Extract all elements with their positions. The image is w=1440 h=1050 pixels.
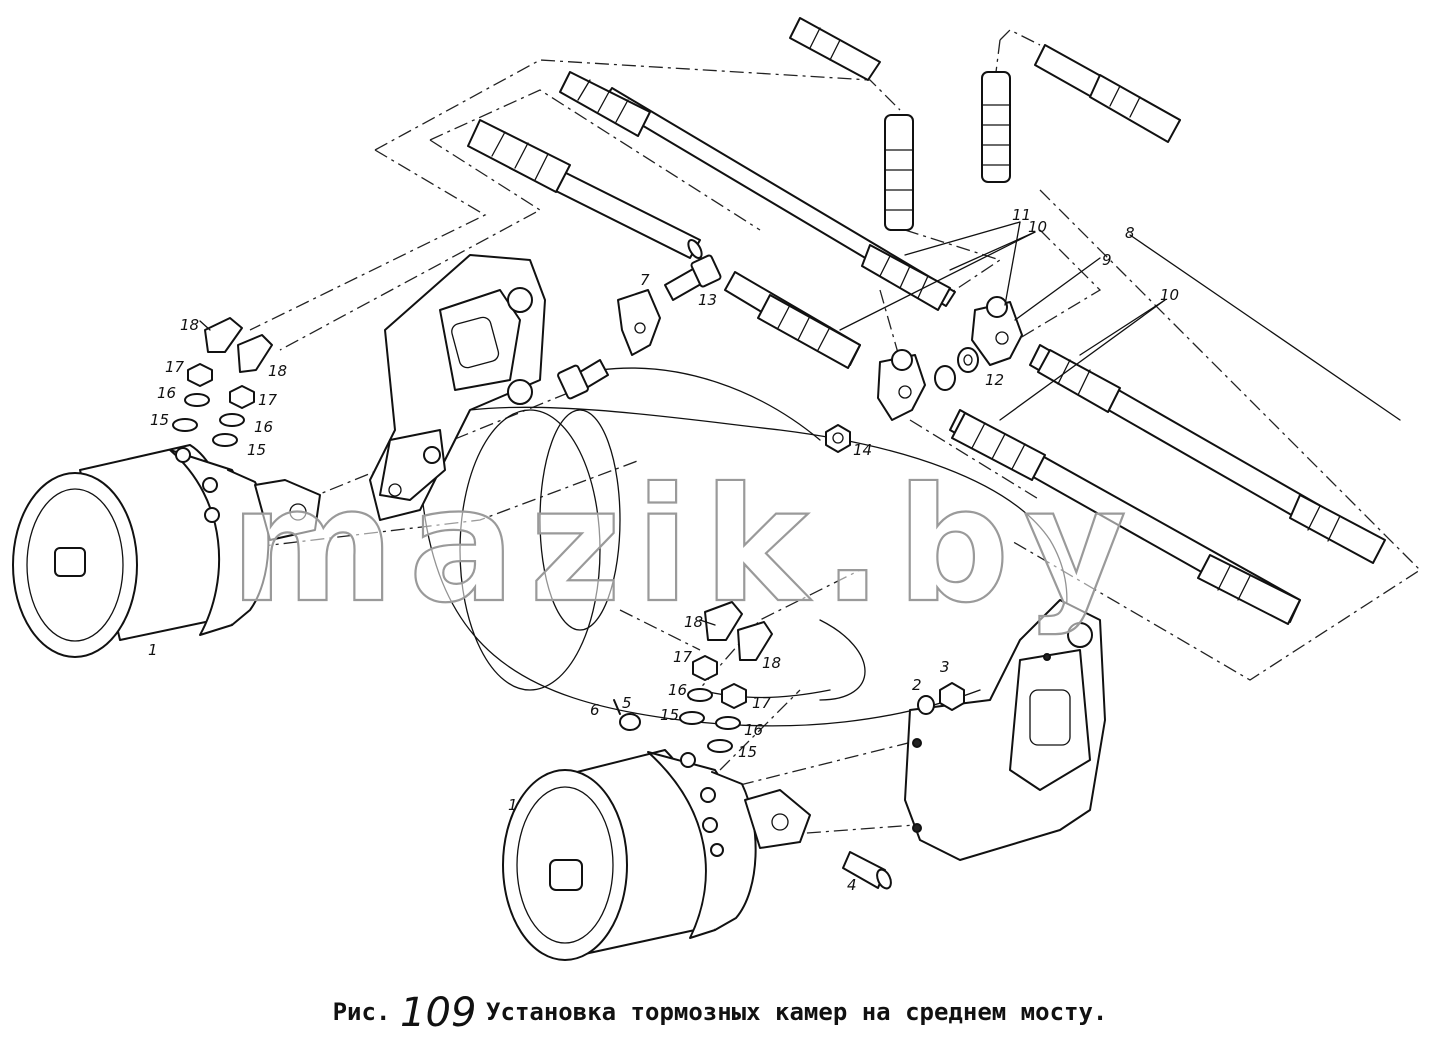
brake-chamber-lower: [502, 749, 811, 961]
callout-15: 15: [660, 706, 679, 724]
hose-right-lower: [949, 409, 1301, 625]
callout-2: 2: [912, 676, 922, 694]
callout-16: 16: [744, 721, 763, 739]
callout-18: 18: [268, 362, 287, 380]
fittings-chamber-lower: [679, 601, 773, 753]
callout-1: 1: [148, 641, 158, 659]
bracket-7: [617, 289, 661, 356]
watermark: mazik.by: [230, 454, 1141, 638]
callout-16: 16: [668, 681, 687, 699]
washer-5-pin-6: [613, 699, 641, 731]
hose-middle: [724, 271, 861, 369]
callout-18: 18: [180, 316, 199, 334]
lower-bracket: [904, 599, 1106, 861]
hose-upper-long: [559, 71, 956, 311]
callout-16: 16: [254, 418, 273, 436]
callout-5: 5: [622, 694, 632, 712]
callout-17: 17: [165, 358, 185, 376]
caption-prefix: Рис.: [332, 998, 391, 1026]
callout-9: 9: [1102, 251, 1112, 269]
tee-left: [877, 349, 926, 421]
bolt-13: [664, 254, 722, 301]
axle-housing: [419, 367, 1068, 727]
callout-17: 17: [752, 694, 772, 712]
callout-6: 6: [590, 701, 600, 719]
washer-12: [934, 347, 979, 391]
brake-chamber-left: [12, 444, 321, 658]
hose-vertical-center: [884, 114, 914, 231]
callout-8: 8: [1125, 224, 1135, 242]
callout-10: 10: [1160, 286, 1179, 304]
assembly-guide-lines: [229, 29, 1422, 836]
callout-14: 14: [853, 441, 872, 459]
callout-1: 1: [508, 796, 518, 814]
callout-10: 10: [1028, 218, 1047, 236]
callout-4: 4: [847, 876, 857, 894]
hose-top-left-stub: [789, 17, 881, 81]
callout-12: 12: [985, 371, 1004, 389]
brake-hoses: [467, 17, 1386, 625]
hose-top-right-stub: [1034, 44, 1181, 143]
leader-lines: [199, 221, 1401, 626]
hose-right-upper: [1029, 344, 1386, 564]
callout-13: 13: [698, 291, 717, 309]
callout-11: 11: [1012, 206, 1031, 224]
callout-18: 18: [684, 613, 703, 631]
callout-15: 15: [247, 441, 266, 459]
callout-numbers: 1 1 2 3 4 5 6 7 8 9 10 10 11 12 13 14 15…: [148, 206, 1179, 894]
nut-14: [825, 424, 851, 453]
fittings: [172, 254, 1023, 890]
callout-17: 17: [258, 391, 278, 409]
figure-caption: Рис. 109 Установка тормозных камер на ср…: [0, 990, 1440, 1036]
tee-right: [971, 296, 1023, 366]
nut-3-washer-2: [917, 682, 965, 715]
callout-7: 7: [640, 271, 650, 289]
fittings-chamber-left: [172, 317, 273, 447]
pin-4: [842, 851, 892, 890]
hose-vertical-right: [981, 71, 1011, 183]
callout-15: 15: [150, 411, 169, 429]
callout-18: 18: [762, 654, 781, 672]
callout-17: 17: [673, 648, 693, 666]
hose-upper-short: [467, 119, 703, 260]
callout-3: 3: [940, 658, 950, 676]
caption-title: Установка тормозных камер на среднем мос…: [486, 998, 1108, 1026]
upper-bracket: [369, 254, 546, 521]
bolt-left: [557, 359, 609, 400]
callout-16: 16: [157, 384, 176, 402]
callout-15: 15: [738, 743, 757, 761]
caption-number: 109: [400, 990, 477, 1036]
